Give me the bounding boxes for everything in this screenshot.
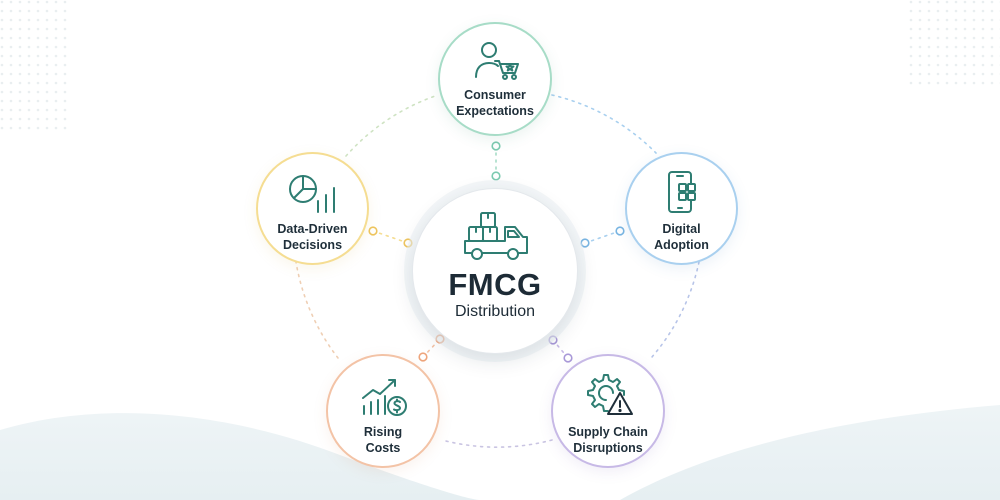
connector-dot-costs-inner [435, 334, 445, 344]
node-label-line: Consumer [464, 88, 526, 102]
node-label-line: Digital [662, 222, 701, 236]
connector-dot-digital-inner [580, 238, 590, 248]
node-supply-chain-disruptions: Supply Chain Disruptions [551, 354, 665, 468]
node-label-line: Supply Chain [568, 425, 648, 439]
connector-dot-digital-outer [615, 226, 625, 236]
hub-title: FMCG [448, 267, 542, 302]
node-label-line: Costs [365, 441, 401, 455]
center-hub: FMCG Distribution [412, 188, 578, 354]
node-consumer-expectations: Consumer Expectations [438, 22, 552, 136]
connector-dot-consumer-outer [491, 141, 501, 151]
connector-dot-costs-outer [418, 352, 428, 362]
rising-cost-chart-icon [362, 379, 407, 416]
node-digital-adoption: Digital Adoption [625, 152, 738, 265]
pie-bar-chart-icon [289, 175, 335, 213]
connector-dot-supply-outer [563, 353, 573, 363]
node-label-line: Disruptions [573, 441, 643, 455]
node-label-line: Adoption [654, 238, 709, 252]
node-label-line: Decisions [282, 238, 343, 252]
hub-subtitle: Distribution [454, 303, 536, 320]
connector-dot-consumer-inner [491, 171, 501, 181]
delivery-truck-icon [464, 212, 528, 260]
node-data-driven-decisions: Data-Driven Decisions [256, 152, 369, 265]
node-label-line: Data-Driven [277, 222, 348, 236]
shopper-cart-icon [475, 42, 519, 80]
connector-dot-data-inner [403, 238, 413, 248]
node-label-line: Expectations [456, 104, 534, 118]
node-label-line: Rising [363, 425, 403, 439]
connector-dot-data-outer [368, 226, 378, 236]
smartphone-apps-icon [668, 171, 696, 213]
node-rising-costs: Rising Costs [326, 354, 440, 468]
gear-warning-icon [587, 374, 633, 415]
connector-dot-supply-inner [548, 335, 558, 345]
